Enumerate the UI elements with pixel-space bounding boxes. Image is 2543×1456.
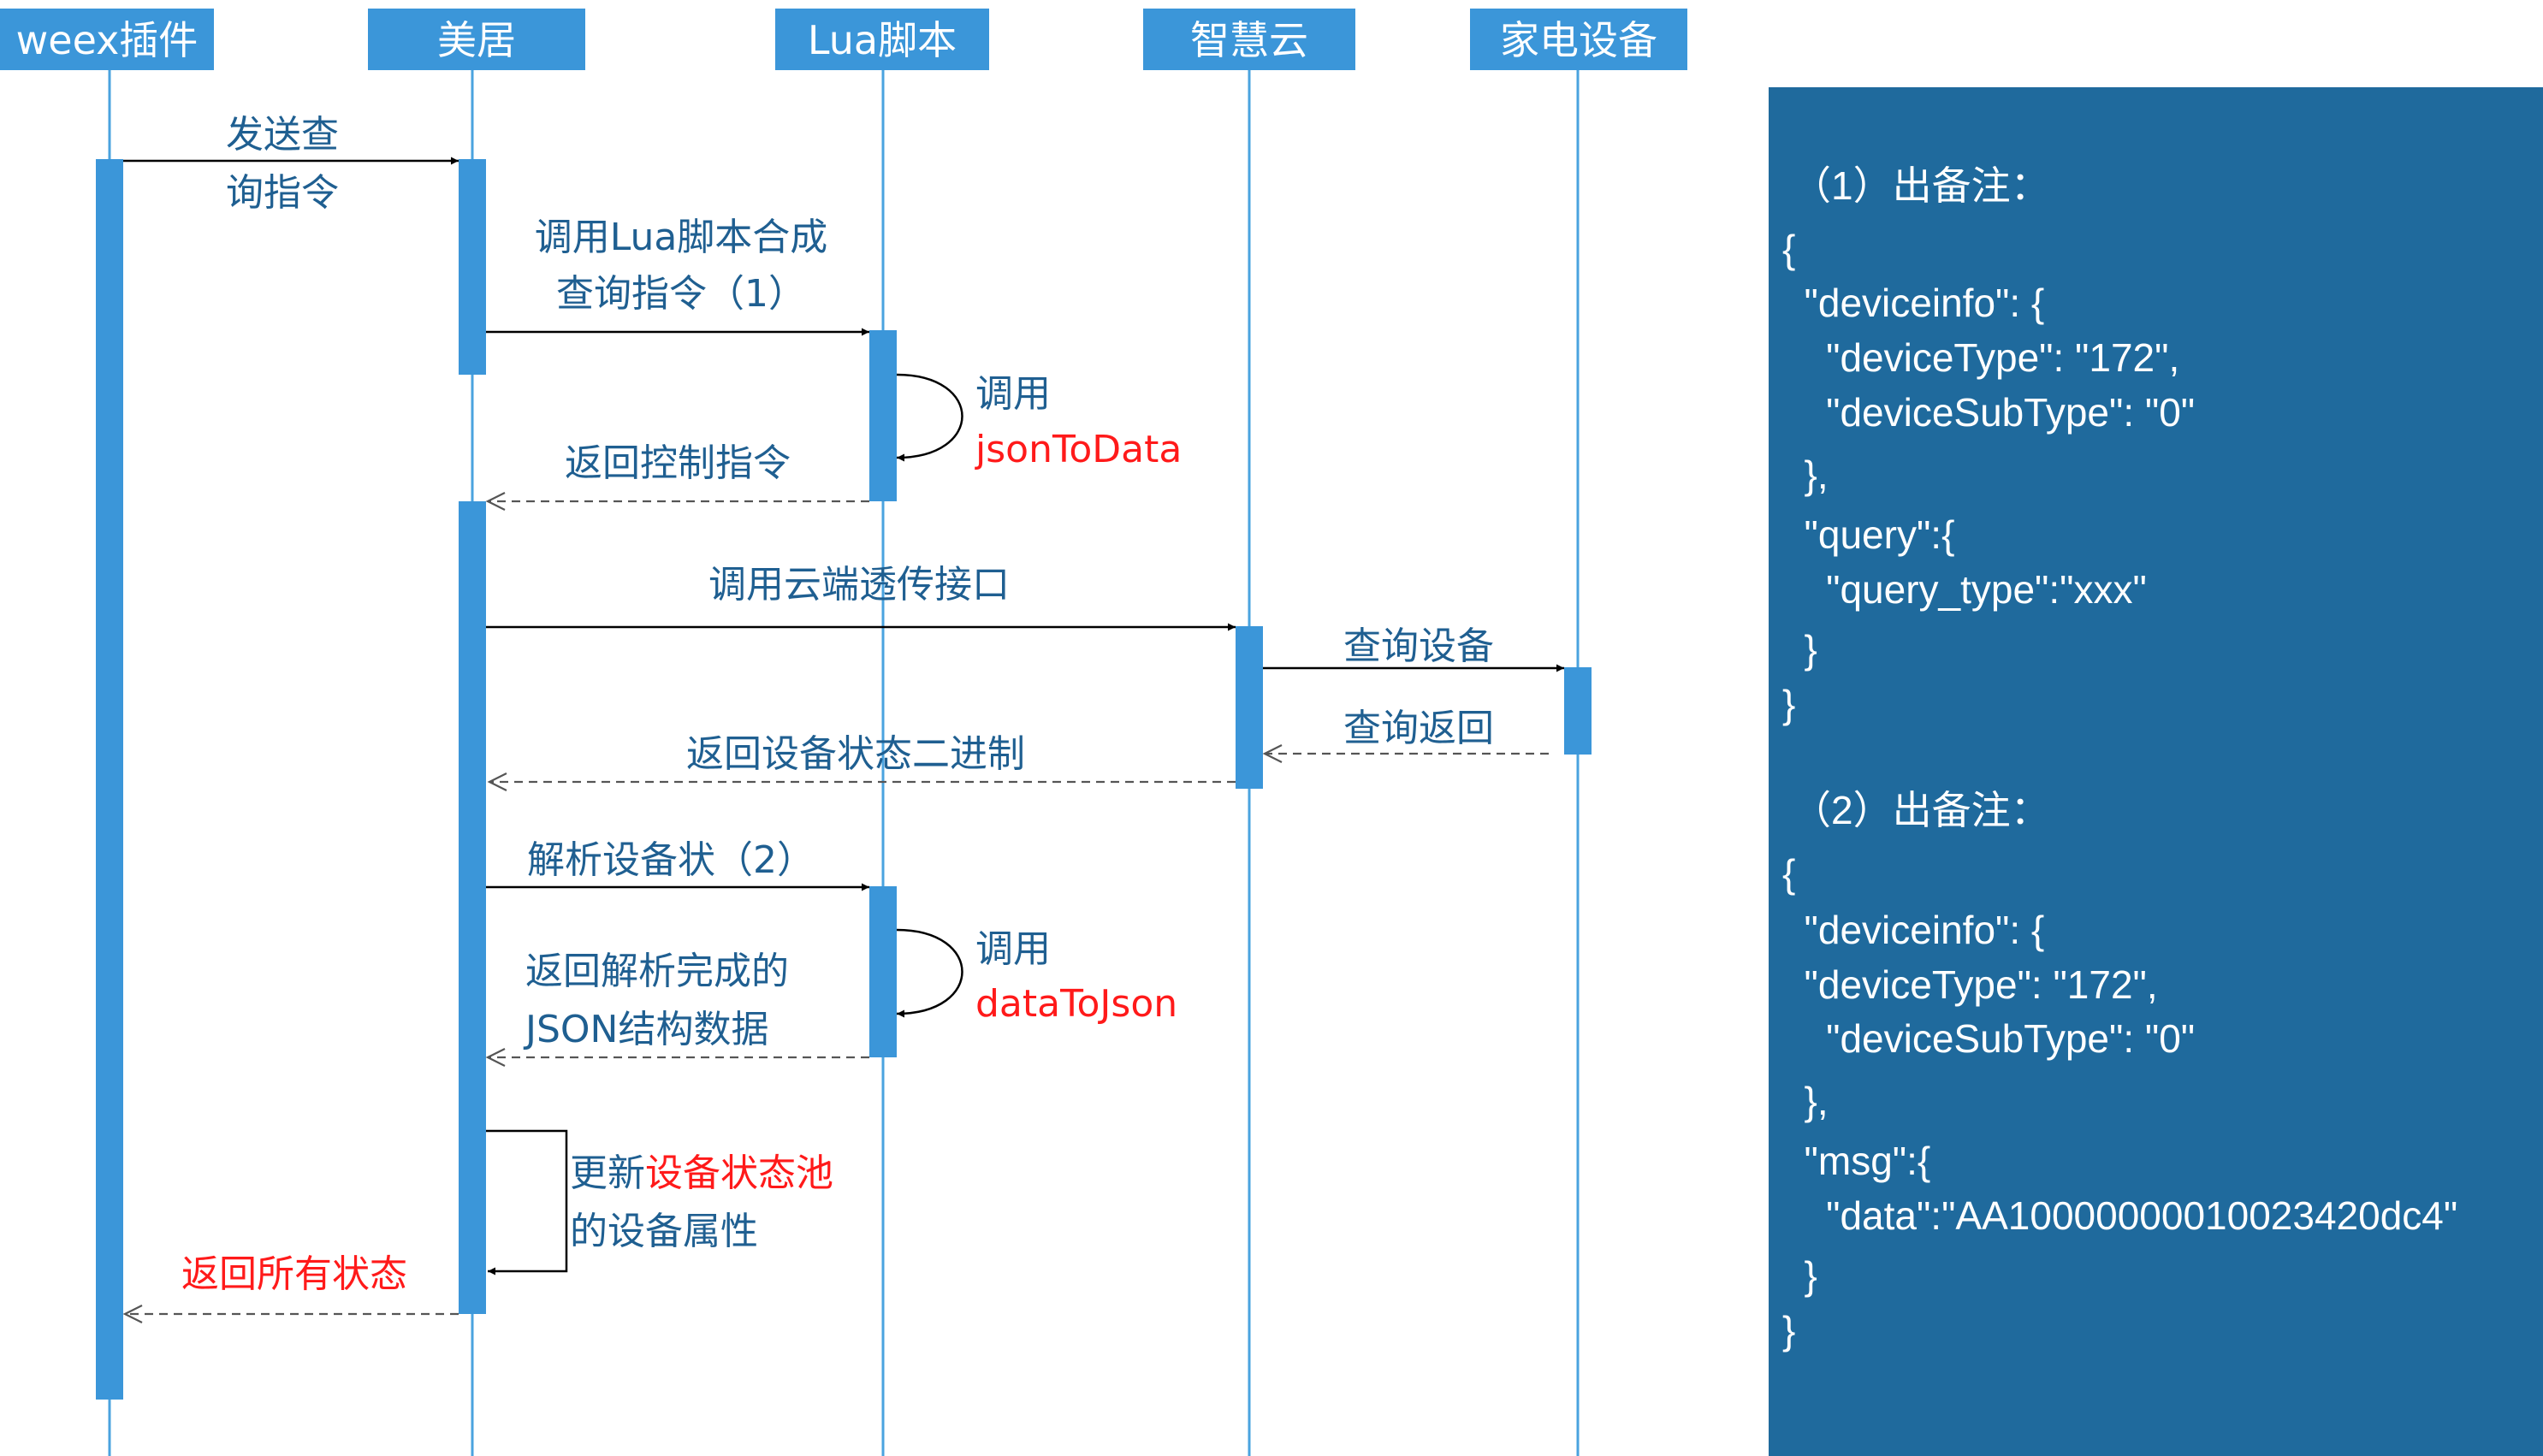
- note-1-line: },: [1782, 453, 1829, 497]
- participant-device: 家电设备: [1470, 9, 1687, 70]
- activation-lua-2: [869, 886, 897, 1057]
- note-1-line: {: [1782, 227, 1796, 271]
- self-call-data-to-json-label: 调用: [975, 927, 1051, 971]
- note-1-line: "query_type":"xxx": [1782, 567, 2147, 612]
- self-call-data-to-json-arrow: [896, 928, 963, 1018]
- msg-send-query-label-2: 询指令: [226, 171, 339, 215]
- msg-return-json-label-2: JSON结构数据: [523, 1008, 768, 1051]
- note-1-line: "deviceType": "172",: [1782, 335, 2180, 380]
- activation-meiju-2: [459, 501, 486, 1314]
- note-2-line: "msg":{: [1782, 1139, 1931, 1183]
- msg-return-status-bin-head: [487, 772, 507, 791]
- msg-return-status-bin-label: 返回设备状态二进制: [686, 732, 1025, 776]
- msg-call-lua-label-1: 调用Lua脚本合成: [535, 216, 828, 259]
- msg-call-lua-label-2: 查询指令（1）: [556, 272, 806, 316]
- self-call-data-to-json-fn: dataToJson: [975, 982, 1177, 1026]
- msg-return-json-label-1: 返回解析完成的: [525, 950, 789, 993]
- note-2-line: "deviceSubType": "0": [1782, 1016, 2196, 1061]
- msg-send-query-label-1: 发送查: [226, 113, 339, 157]
- participant-label: 智慧云: [1190, 17, 1308, 63]
- self-update-status-pool-label-1: 更新设备状态池: [570, 1151, 833, 1195]
- msg-return-all-label: 返回所有状态: [181, 1252, 407, 1296]
- note-1-line: }: [1782, 627, 1817, 672]
- msg-query-return-label: 查询返回: [1343, 707, 1494, 750]
- note-2-line: }: [1782, 1308, 1796, 1352]
- note-2-line: "data":"AA10000000010023420dc4": [1782, 1193, 2458, 1238]
- participant-cloud: 智慧云: [1143, 9, 1355, 70]
- participant-lua: Lua脚本: [775, 9, 989, 70]
- activation-cloud: [1236, 626, 1263, 789]
- participant-weex: weex插件: [0, 9, 214, 70]
- activation-meiju-1: [459, 159, 486, 375]
- self-call-json-to-data-arrow: [896, 373, 963, 462]
- note-2-line: {: [1782, 851, 1796, 896]
- participant-label: 家电设备: [1500, 17, 1657, 63]
- activation-device: [1564, 667, 1592, 755]
- msg-return-control-label: 返回控制指令: [565, 441, 791, 485]
- msg-query-return-head: [1262, 744, 1283, 763]
- msg-return-json-head: [485, 1048, 506, 1067]
- note-2-line: "deviceinfo": {: [1782, 908, 2045, 952]
- participant-label: Lua脚本: [808, 17, 957, 63]
- activation-lua-1: [869, 330, 897, 501]
- notes-panel: （1）出备注： { "deviceinfo": { "deviceType": …: [1769, 87, 2543, 1456]
- note-1-line: "deviceSubType": "0": [1782, 390, 2196, 435]
- note-1-line: }: [1782, 682, 1796, 726]
- note-2-title: （2）出备注：: [1792, 788, 2050, 832]
- note-1-title: （1）出备注：: [1792, 163, 2050, 208]
- activation-weex: [96, 159, 123, 1400]
- msg-parse-status-label: 解析设备状（2）: [527, 838, 815, 882]
- msg-return-all-head: [122, 1305, 143, 1323]
- note-2-line: "deviceType": "172",: [1782, 962, 2158, 1007]
- update-prefix-text: 更新: [570, 1151, 645, 1195]
- note-1-line: "deviceinfo": {: [1782, 281, 2045, 325]
- note-2-line: }: [1782, 1253, 1817, 1298]
- self-call-json-to-data-label: 调用: [975, 372, 1051, 416]
- participant-label: weex插件: [16, 17, 199, 63]
- msg-query-device-label: 查询设备: [1343, 624, 1494, 668]
- update-highlight-text: 设备状态池: [645, 1151, 833, 1195]
- participant-label: 美居: [437, 17, 516, 63]
- self-call-json-to-data-fn: jsonToData: [975, 428, 1182, 471]
- participant-meiju: 美居: [368, 9, 585, 70]
- self-update-status-pool-label-2: 的设备属性: [570, 1210, 758, 1253]
- note-2-line: },: [1782, 1079, 1829, 1123]
- self-update-status-pool-arrow: [486, 1129, 568, 1275]
- note-1-line: "query":{: [1782, 512, 1955, 557]
- msg-return-control-head: [485, 492, 506, 511]
- msg-call-cloud-label: 调用云端透传接口: [708, 563, 1010, 607]
